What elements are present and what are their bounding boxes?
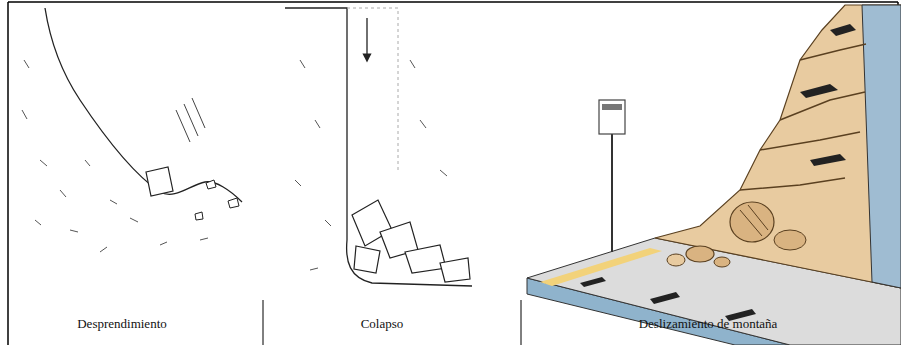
road-marking xyxy=(580,277,606,287)
sign-post xyxy=(611,134,613,252)
fracture-mark xyxy=(810,154,846,166)
texture-dash xyxy=(160,242,167,245)
panel-caption: Desprendimiento xyxy=(7,316,237,332)
texture-dash xyxy=(200,238,208,240)
rock-layer xyxy=(760,132,860,150)
texture-dash xyxy=(110,200,117,204)
texture-dash xyxy=(40,160,47,166)
texture-dash xyxy=(70,230,78,232)
panel-caption: Colapso xyxy=(267,316,497,332)
texture-dash xyxy=(100,247,107,252)
boulder xyxy=(714,257,730,267)
rock-fragment xyxy=(195,212,203,220)
road-marking xyxy=(650,292,680,304)
motion-line xyxy=(184,104,198,136)
frame-line xyxy=(7,2,9,345)
hillside-face xyxy=(862,5,901,288)
rock-fragment xyxy=(206,180,216,189)
texture-dash xyxy=(420,120,426,128)
road-sign-band xyxy=(602,104,622,110)
rubble-block xyxy=(405,245,446,273)
boulder xyxy=(667,254,685,266)
texture-dash xyxy=(85,160,90,166)
panel-caption: Deslizamiento de montaña xyxy=(558,316,858,332)
boulder xyxy=(730,202,774,242)
texture-dash xyxy=(325,220,331,226)
slope-line xyxy=(45,8,242,202)
texture-dash xyxy=(60,190,66,197)
boulder xyxy=(686,246,714,262)
texture-dash xyxy=(22,110,27,119)
texture-dash xyxy=(315,120,320,128)
texture-dash xyxy=(300,60,305,68)
fracture-mark xyxy=(830,24,856,36)
rock-layer xyxy=(780,92,865,120)
boulder-stripe xyxy=(748,205,768,230)
divider-line xyxy=(263,300,264,345)
cliff-line xyxy=(285,8,472,286)
texture-dash xyxy=(24,60,29,68)
fracture-mark xyxy=(800,84,838,98)
texture-dash xyxy=(295,180,301,186)
divider-line xyxy=(521,300,522,345)
rubble-block xyxy=(354,246,380,273)
rubble-block xyxy=(440,258,470,282)
original-block-outline xyxy=(347,8,398,170)
hillside xyxy=(655,5,901,288)
rock-fragment xyxy=(228,198,239,208)
texture-dash xyxy=(410,60,415,68)
boulder-stripe xyxy=(740,210,762,236)
boulder xyxy=(774,230,806,250)
motion-line xyxy=(192,98,205,128)
motion-line xyxy=(176,110,190,142)
fall-arrow xyxy=(366,18,367,58)
rock-layer xyxy=(800,44,866,60)
road-sign xyxy=(599,100,625,134)
falling-block xyxy=(146,167,173,196)
road-shoulder xyxy=(540,248,662,286)
rock-layer xyxy=(740,178,845,190)
texture-dash xyxy=(35,220,41,225)
texture-dash xyxy=(440,170,447,176)
texture-dash xyxy=(310,268,318,270)
frame-line xyxy=(8,1,898,3)
texture-dash xyxy=(130,218,138,222)
